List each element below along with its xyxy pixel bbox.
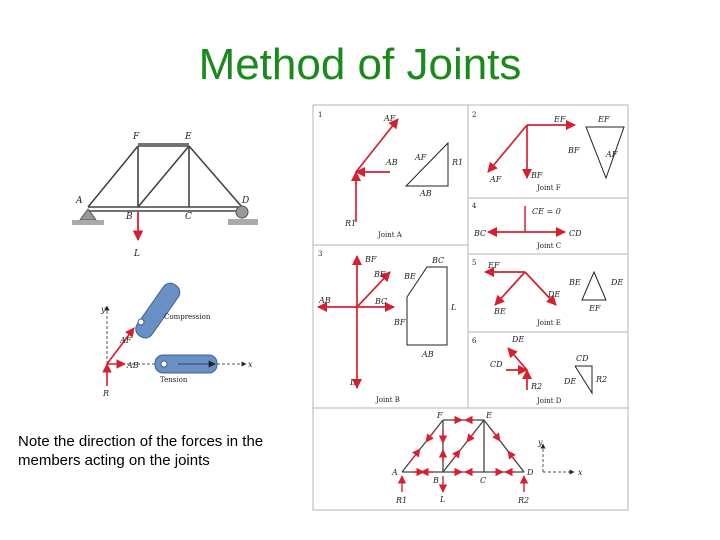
member-demo: y x Compression Tension AF AB R — [100, 282, 253, 398]
bt-node-e: E — [485, 411, 492, 420]
p3-bc-label: BC — [374, 297, 387, 306]
panel-joint-c: 4 CE = 0 BC CD Joint C — [472, 202, 582, 250]
p5-tri-ef: EF — [588, 304, 601, 313]
truss-node-a: A — [75, 196, 83, 206]
p2-tri-af: AF — [605, 150, 618, 159]
bt-r1-label: R1 — [395, 496, 407, 505]
demo-tension-label: Tension — [160, 376, 188, 384]
p3-l-label: L — [349, 378, 355, 387]
p3-tri-be: BE — [403, 272, 416, 281]
panel-5-number: 5 — [472, 259, 476, 267]
panel-joint-e: 5 EF BE DE BE DE EF Joint E — [472, 259, 623, 327]
p3-tri-bc: BC — [431, 256, 444, 265]
panel-6-number: 6 — [472, 337, 477, 345]
p2-bf-label: BF — [530, 171, 543, 180]
truss-load-l: L — [133, 249, 140, 259]
p5-tri-de: DE — [610, 278, 623, 287]
p6-tri-r2: R2 — [595, 375, 607, 384]
bt-axis-x: x — [578, 468, 583, 477]
panel-4-number: 4 — [472, 202, 477, 210]
p4-cd-label: CD — [569, 229, 582, 238]
p2-af-label: AF — [489, 175, 502, 184]
p6-r2-label: R2 — [530, 382, 542, 391]
panel-3-number: 3 — [318, 250, 322, 258]
truss-node-d: D — [241, 196, 249, 206]
truss-figure: F E A B C D L — [38, 118, 270, 260]
p2-caption: Joint F — [536, 184, 561, 192]
slide-title: Method of Joints — [198, 40, 522, 89]
demo-axis-y: y — [100, 305, 106, 314]
p3-ab-label: AB — [318, 296, 331, 305]
p1-tri-ab: AB — [419, 189, 432, 198]
p5-de-label: DE — [547, 290, 560, 299]
panel-grid — [312, 104, 629, 511]
p3-bf-label: BF — [364, 255, 377, 264]
panel-joint-a: 1 AF AB R1 AF R1 AB Joint A — [318, 111, 463, 239]
bt-node-c: C — [480, 476, 486, 485]
bt-axis-y: y — [537, 438, 543, 447]
p3-tri-ab: AB — [421, 350, 434, 359]
panel-2-number: 2 — [472, 111, 476, 119]
p5-caption: Joint E — [536, 319, 561, 327]
p6-tri-cd: CD — [576, 354, 589, 363]
truss-node-b: B — [125, 212, 133, 222]
demo-compression-label: Compression — [164, 313, 211, 321]
p1-tri-af: AF — [414, 153, 427, 162]
panel-joint-d: 6 DE CD R2 CD DE R2 Joint D — [472, 335, 607, 405]
bt-node-b: B — [432, 476, 439, 485]
demo-af-label: AF — [119, 336, 132, 345]
bt-node-d: D — [526, 468, 534, 477]
bt-r2-label: R2 — [517, 496, 529, 505]
bt-l-label: L — [439, 495, 445, 504]
p2-ef-label: EF — [553, 115, 566, 124]
p4-ce-label: CE = 0 — [532, 207, 561, 216]
demo-ab-label: AB — [126, 361, 139, 370]
p6-cd-label: CD — [490, 360, 503, 369]
panel-full-truss: y x F E A B C D R1 L R2 — [391, 411, 583, 505]
p1-tri-r1: R1 — [451, 158, 463, 167]
p1-af-label: AF — [383, 114, 396, 123]
p4-bc-label: BC — [473, 229, 486, 238]
p1-caption: Joint A — [377, 231, 403, 239]
p5-tri-be: BE — [568, 278, 581, 287]
bt-node-f: F — [436, 411, 443, 420]
p6-caption: Joint D — [536, 397, 562, 405]
panel-1-number: 1 — [318, 111, 322, 119]
truss-node-f: F — [132, 132, 140, 142]
panel-joint-f: 2 EF AF BF EF BF AF Joint F — [472, 111, 625, 192]
p5-be-label: BE — [493, 307, 506, 316]
p4-caption: Joint C — [536, 242, 561, 250]
p3-tri-l: L — [450, 303, 456, 312]
bt-node-a: A — [391, 468, 398, 477]
truss-node-c: C — [185, 212, 192, 222]
truss-node-e: E — [184, 132, 192, 142]
p2-tri-bf: BF — [567, 146, 580, 155]
p1-r1-label: R1 — [344, 219, 356, 228]
panel-joint-b: 3 BF BE AB BC L BC BE L BF AB Joint B — [316, 250, 456, 404]
p3-tri-bf: BF — [393, 318, 406, 327]
note-text: Note the direction of the forces in the … — [18, 433, 264, 469]
p3-be-label: BE — [373, 270, 386, 279]
p6-tri-de: DE — [563, 377, 576, 386]
demo-r-label: R — [102, 389, 109, 398]
p6-de-label: DE — [511, 335, 524, 344]
p3-caption: Joint B — [375, 396, 400, 404]
demo-axis-x: x — [248, 360, 253, 369]
p2-tri-ef: EF — [597, 115, 610, 124]
p1-ab-label: AB — [385, 158, 398, 167]
p5-ef-label: EF — [487, 261, 500, 270]
